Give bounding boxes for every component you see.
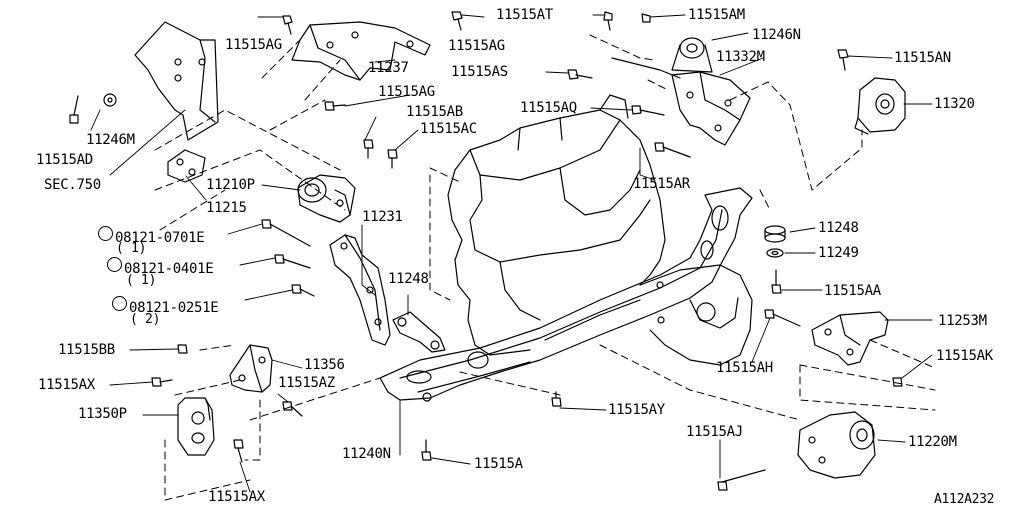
engine-block-outline <box>447 94 753 366</box>
callout-11515ac: 11515AC <box>420 121 477 137</box>
callout-11515ad: 11515AD <box>36 152 93 168</box>
callout-11515at: 11515AT <box>496 7 553 23</box>
bolt-b-marker <box>112 296 127 311</box>
callout-11515bb: 11515BB <box>58 342 115 358</box>
callout-11515am: 11515AM <box>688 7 745 23</box>
callout-11515ag-1: 11515AG <box>225 37 282 53</box>
diagram-id: A112A232 <box>934 492 995 507</box>
callout-11350p: 11350P <box>78 406 127 422</box>
callout-11515a: 11515A <box>474 456 523 472</box>
callout-11248-center: 11248 <box>388 271 429 287</box>
bolt-08121-0401e-qty: ( 1) <box>126 273 157 288</box>
mount-11320 <box>854 77 906 135</box>
mount-11350p <box>177 397 215 456</box>
callout-bolt-08121-0701e: 08121-0701E <box>98 226 205 246</box>
center-member-11240n <box>379 187 753 402</box>
callout-11320: 11320 <box>934 96 975 112</box>
callout-11220m: 11220M <box>908 434 957 450</box>
callout-11515aq: 11515AQ <box>520 100 577 116</box>
bracket-11332m <box>611 57 751 146</box>
callout-11515ar: 11515AR <box>633 176 690 192</box>
gasket-11248-center <box>392 311 446 353</box>
bracket-11231 <box>329 234 391 346</box>
callout-11515ak: 11515AK <box>936 348 993 364</box>
leader-lines <box>90 14 933 493</box>
callout-11231: 11231 <box>362 209 403 225</box>
bolt-b-marker <box>98 226 113 241</box>
bushing-11248-right <box>764 225 786 243</box>
side-panel-sec750 <box>134 21 219 141</box>
callout-sec750: SEC.750 <box>44 177 101 193</box>
callout-11237: 11237 <box>368 60 409 76</box>
callout-bolt-08121-0401e: 08121-0401E <box>107 257 214 277</box>
callout-11332m: 11332M <box>716 49 765 65</box>
callout-11253m: 11253M <box>938 313 987 329</box>
callout-11515aj: 11515AJ <box>686 424 743 440</box>
callout-11515ah: 11515AH <box>716 360 773 376</box>
mount-11246n <box>671 37 713 73</box>
callout-11515ag-2: 11515AG <box>448 38 505 54</box>
callout-11249: 11249 <box>818 245 859 261</box>
callout-11515aa: 11515AA <box>824 283 881 299</box>
bolt-08121-0701e-qty: ( 1) <box>116 241 147 256</box>
mount-11210p <box>297 174 356 223</box>
callout-bolt-08121-0251e: 08121-0251E <box>112 296 219 316</box>
callout-11246m: 11246M <box>86 132 135 148</box>
bracket-11253m <box>811 311 889 366</box>
bolts <box>69 11 903 491</box>
callout-11515ax-2: 11515AX <box>208 489 265 505</box>
callout-11515ax-1: 11515AX <box>38 377 95 393</box>
callout-11515ag-3: 11515AG <box>378 84 435 100</box>
callout-11240n: 11240N <box>342 446 391 462</box>
mount-11220m <box>797 411 876 479</box>
callout-11248-right: 11248 <box>818 220 859 236</box>
callout-11356: 11356 <box>304 357 345 373</box>
plate-11215 <box>167 149 206 183</box>
callout-11515as: 11515AS <box>451 64 508 80</box>
callout-11210p: 11210P <box>206 177 255 193</box>
bolt-08121-0251e-qty: ( 2) <box>130 312 161 327</box>
callout-11515ab: 11515AB <box>406 104 463 120</box>
callout-11215: 11215 <box>206 200 247 216</box>
bracket-11356 <box>229 344 273 393</box>
callout-11246n: 11246N <box>752 27 801 43</box>
bolt-08121-0401e-label: 08121-0401E <box>124 261 214 277</box>
assembly-dashed-lines <box>154 34 936 501</box>
washer-11249 <box>766 248 784 258</box>
bolt-08121-0701e-label: 08121-0701E <box>115 230 205 246</box>
callout-11515az: 11515AZ <box>278 375 335 391</box>
bolt-b-marker <box>107 257 122 272</box>
bolt-08121-0251e-label: 08121-0251E <box>129 300 219 316</box>
callout-11515ay: 11515AY <box>608 402 665 418</box>
bracket-11237 <box>291 21 431 81</box>
callout-11515an: 11515AN <box>894 50 951 66</box>
